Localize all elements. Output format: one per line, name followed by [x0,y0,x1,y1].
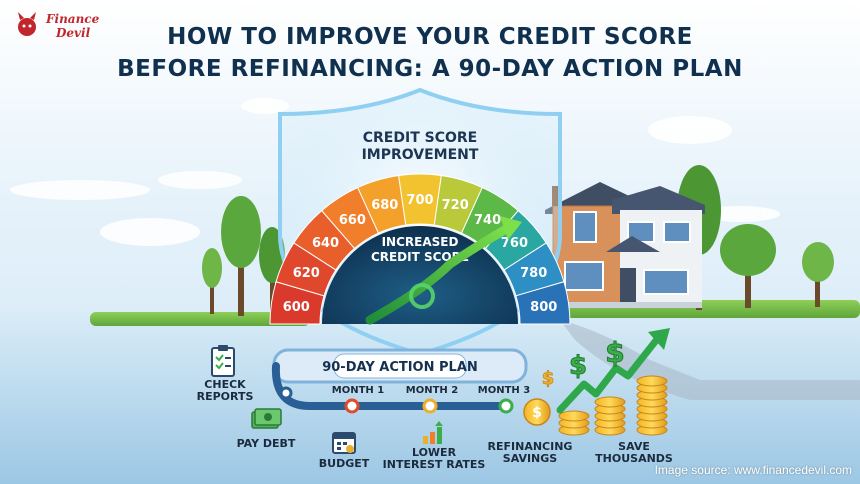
coin-dollar-sign: $ [532,405,542,421]
page-title-line2: BEFORE REFINANCING: A 90-DAY ACTION PLAN [117,56,743,82]
gauge-tick-label: 720 [442,198,469,213]
coin-icon [594,396,626,408]
timeline [271,362,514,414]
save-thousands-label-line1: SAVE [618,440,650,453]
save-thousands-label-line2: THOUSANDS [595,452,673,465]
page-title-line1: HOW TO IMPROVE YOUR CREDIT SCORE [167,24,693,50]
gauge-tick-label: 740 [474,213,501,228]
finance-devil-logo: Finance Devil [12,8,102,42]
gauge-center-line2: CREDIT SCORE [371,250,469,264]
month-3-label: MONTH 3 [477,385,531,396]
gauge-tick-label: 700 [406,193,433,208]
dollar-sign-icon: $ [542,368,555,389]
refinancing-savings-label-line1: REFINANCING [487,440,573,453]
checklist-icon [211,345,235,377]
pay-debt-label: PAY DEBT [236,437,296,450]
house-icon [545,182,705,308]
check-reports-label-line2: REPORTS [196,390,254,403]
gauge-segment [515,281,571,325]
gauge-center-line1: INCREASED [382,235,459,249]
cash-icon [251,408,282,429]
month-1-label: MONTH 1 [331,385,385,396]
image-source-credit: Image source: www.financedevil.com [654,463,852,477]
savings-illustration: $ $ $ $ [523,328,670,436]
action-plan-title: 90-DAY ACTION PLAN [322,360,478,375]
lower-rates-label-line2: INTEREST RATES [382,458,486,471]
road [560,320,860,400]
calendar-icon [332,432,356,454]
gauge-tick-label: 600 [283,300,310,315]
gauge-tick-label: 780 [520,266,547,281]
month1-marker [344,398,360,414]
check-reports-label-line1: CHECK [204,378,246,391]
budget-label: BUDGET [318,457,370,470]
coin-icon [558,410,590,422]
bar-chart-icon [423,421,443,444]
grass [90,312,310,326]
gauge-heading-line1: CREDIT SCORE [363,130,477,146]
coin-icon [636,375,668,387]
month2-marker [422,398,438,414]
month-2-label: MONTH 2 [405,385,459,396]
month3-marker [498,398,514,414]
devil-icon [18,12,36,36]
gauge-tick-label: 660 [339,213,366,228]
arrow-head-icon [500,216,522,240]
gauge-tick-label: 680 [371,198,398,213]
coin-icon [523,398,551,426]
dollar-sign-icon: $ [605,336,624,369]
gauge-tick-label: 620 [293,266,320,281]
gauge-tick-label: 760 [501,236,528,251]
dollar-sign-icon: $ [569,351,587,381]
growth-arrow-icon [556,334,662,414]
gauge-tick-label: 800 [530,300,557,315]
gauge-heading-line2: IMPROVEMENT [362,147,479,163]
lower-rates-label-line1: LOWER [411,446,457,459]
gauge-tick-label: 640 [312,236,339,251]
refinancing-savings-label-line2: SAVINGS [502,452,558,465]
brand-name-line1: Finance [46,12,100,26]
action-plan-banner: 90-DAY ACTION PLAN [272,348,528,384]
trend-arrow-icon [365,223,513,325]
brand-name-line2: Devil [56,26,91,40]
